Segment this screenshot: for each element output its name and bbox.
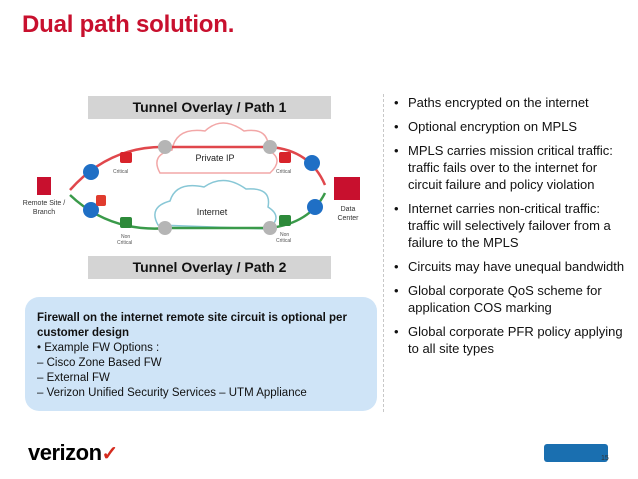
firewall-icon [96,195,106,206]
router-icon [304,155,320,171]
critical-label-left: Critical [113,169,128,175]
column-divider [383,94,384,412]
tunnel-overlay-path1-label: Tunnel Overlay / Path 1 [88,96,331,119]
remote-site-label-1: Remote Site / [23,200,65,207]
tunnel-overlay-path2-label: Tunnel Overlay / Path 2 [88,256,331,279]
remote-site-label-2: Branch [33,209,55,216]
firewall-note-box: Firewall on the internet remote site cir… [25,297,377,411]
router-icon [83,202,99,218]
verizon-logo: verizon✓ [28,440,118,466]
non-critical-label-left-2: Critical [117,240,132,246]
logo-text: verizon [28,440,102,465]
non-critical-label-right-1: Non [280,232,289,238]
bullet-item: Global corporate QoS scheme for applicat… [394,282,634,316]
path2-tunnel-node-left [158,221,172,235]
page-number: 15 [601,455,609,462]
path2-tunnel-node-right [263,221,277,235]
firewall-option: – Cisco Zone Based FW [37,357,162,369]
page-title: Dual path solution. [22,11,235,38]
non-critical-app-icon [279,215,291,226]
router-icon [307,199,323,215]
branch-building-icon [37,177,51,195]
internet-cloud [154,179,277,230]
firewall-note-example: • Example FW Options : [37,342,160,354]
path1-tunnel-node-left [158,140,172,154]
non-critical-app-icon [120,217,132,228]
bullet-item: Optional encryption on MPLS [394,118,634,135]
non-critical-label-left-1: Non [121,234,130,240]
firewall-option: – External FW [37,372,110,384]
private-ip-label: Private IP [195,153,234,163]
bullet-item: Circuits may have unequal bandwidth [394,258,634,275]
cisco-partner-badge-icon [544,444,608,462]
non-critical-label-right-2: Critical [276,238,291,244]
data-center-building-icon [334,177,360,200]
path1-tunnel-node-right [263,140,277,154]
router-icon [83,164,99,180]
internet-label: Internet [197,207,228,217]
checkmark-icon: ✓ [101,443,119,465]
firewall-option: – Verizon Unified Security Services – UT… [37,387,307,399]
bullet-item: Internet carries non-critical traffic: t… [394,200,634,251]
bullet-item: MPLS carries mission critical traffic: t… [394,142,634,193]
critical-label-right: Critical [276,169,291,175]
network-diagram: Private IP Internet Critical Critical No… [23,122,360,246]
critical-app-icon [279,152,291,163]
bullet-list: Paths encrypted on the internet Optional… [394,94,634,364]
bullet-item: Global corporate PFR policy applying to … [394,323,634,357]
data-center-label-1: Data [341,206,356,213]
critical-app-icon [120,152,132,163]
data-center-label-2: Center [337,215,359,222]
firewall-note-heading: Firewall on the internet remote site cir… [37,312,347,339]
bullet-item: Paths encrypted on the internet [394,94,634,111]
